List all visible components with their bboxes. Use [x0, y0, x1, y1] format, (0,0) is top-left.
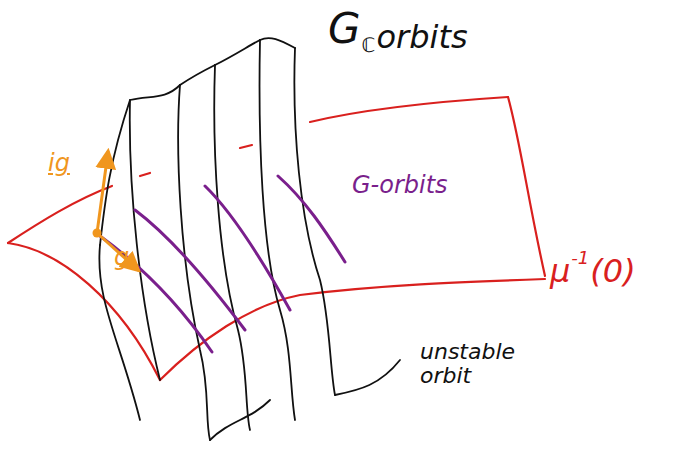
level-set-label: (0): [590, 254, 635, 289]
superscript: -1: [571, 248, 589, 268]
level-set-label: μ: [550, 254, 570, 289]
subscript: ℂ: [362, 34, 376, 56]
tangent-vectors: [97, 152, 138, 270]
vector-label: ig: [48, 150, 70, 176]
base-point: [93, 229, 102, 238]
complex-orbit-sheets: [99, 38, 400, 440]
heading-word: orbits: [377, 20, 468, 55]
real-orbits: [100, 176, 345, 352]
orbit-label: G-orbits: [352, 172, 448, 198]
vector-label: g: [114, 244, 129, 270]
group-symbol: G: [328, 6, 361, 52]
note: unstable orbit: [420, 340, 535, 388]
level-set-surface: [8, 97, 545, 380]
